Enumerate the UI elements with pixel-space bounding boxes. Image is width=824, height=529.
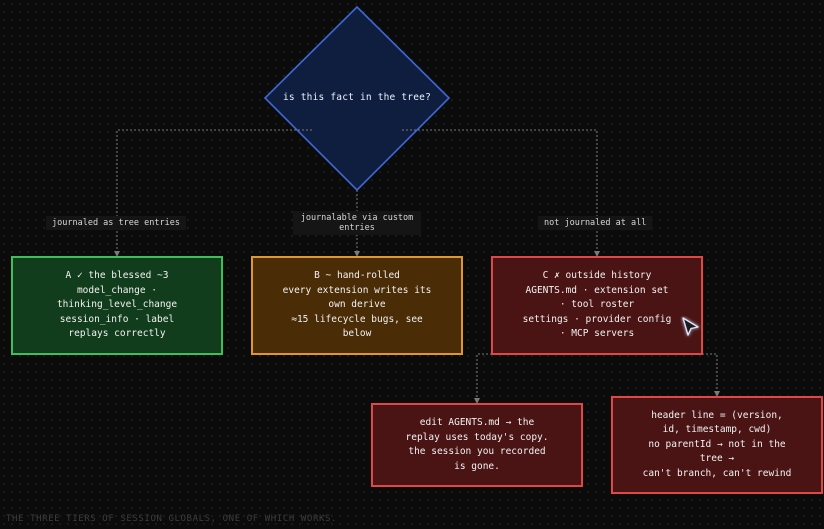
- tier-b-line: ≈15 lifecycle bugs, see: [291, 313, 423, 325]
- tier-b-line: below: [342, 328, 372, 340]
- mouse-pointer-icon: [682, 317, 699, 336]
- tier-a-line: replays correctly: [68, 328, 166, 340]
- tier-b-box: B ~ hand-rolled every extension writes i…: [251, 256, 463, 355]
- header-line-line: header line = (version,: [651, 409, 783, 421]
- agents-md-line: is gone.: [454, 460, 500, 472]
- tier-c-box: C ✗ outside history AGENTS.md · extensio…: [491, 256, 703, 355]
- tier-c-line: C ✗ outside history: [542, 270, 652, 282]
- edge-label-left: journaled as tree entries: [46, 216, 186, 230]
- edge-c-to-c1: [474, 353, 500, 404]
- tier-c-line: · tool roster: [559, 299, 635, 311]
- tier-c-line: AGENTS.md · extension set: [525, 284, 669, 296]
- edge-c-to-c2: [694, 353, 720, 397]
- agents-md-line: replay uses today's copy.: [405, 431, 549, 443]
- edge-label-right: not journaled at all: [538, 216, 653, 230]
- tier-b-line: own derive: [328, 299, 386, 311]
- tier-b-line: B ~ hand-rolled: [314, 270, 400, 282]
- header-line-line: no parentId → not in the: [648, 438, 786, 450]
- tier-a-line: model_change ·: [76, 284, 158, 296]
- tier-a-box: A ✓ the blessed ~3 model_change · thinki…: [11, 256, 223, 355]
- tier-a-line: A ✓ the blessed ~3: [65, 270, 169, 282]
- agents-md-line: edit AGENTS.md → the: [419, 417, 535, 428]
- header-line-line: id, timestamp, cwd): [662, 424, 772, 436]
- edge-label-middle: journalable via custom entries: [293, 211, 421, 235]
- header-line-line: tree →: [699, 453, 735, 465]
- tier-b-line: every extension writes its: [282, 284, 432, 296]
- agents-md-note-box: edit AGENTS.md → the replay uses today's…: [371, 403, 583, 487]
- header-line-note-box: header line = (version, id, timestamp, c…: [611, 396, 823, 494]
- figure-caption: THE THREE TIERS OF SESSION GLOBALS, ONE …: [6, 514, 338, 524]
- tier-c-line: settings · provider config: [522, 313, 672, 325]
- tier-c-line: · MCP servers: [559, 328, 635, 340]
- decision-question: is this fact in the tree?: [283, 92, 431, 103]
- agents-md-line: the session you recorded: [408, 446, 546, 457]
- tier-a-line: session_info · label: [59, 313, 175, 325]
- edge-right: [402, 129, 600, 257]
- header-line-line: can't branch, can't rewind: [642, 467, 792, 479]
- tier-a-line: thinking_level_change: [56, 299, 178, 311]
- edge-left: [114, 129, 312, 257]
